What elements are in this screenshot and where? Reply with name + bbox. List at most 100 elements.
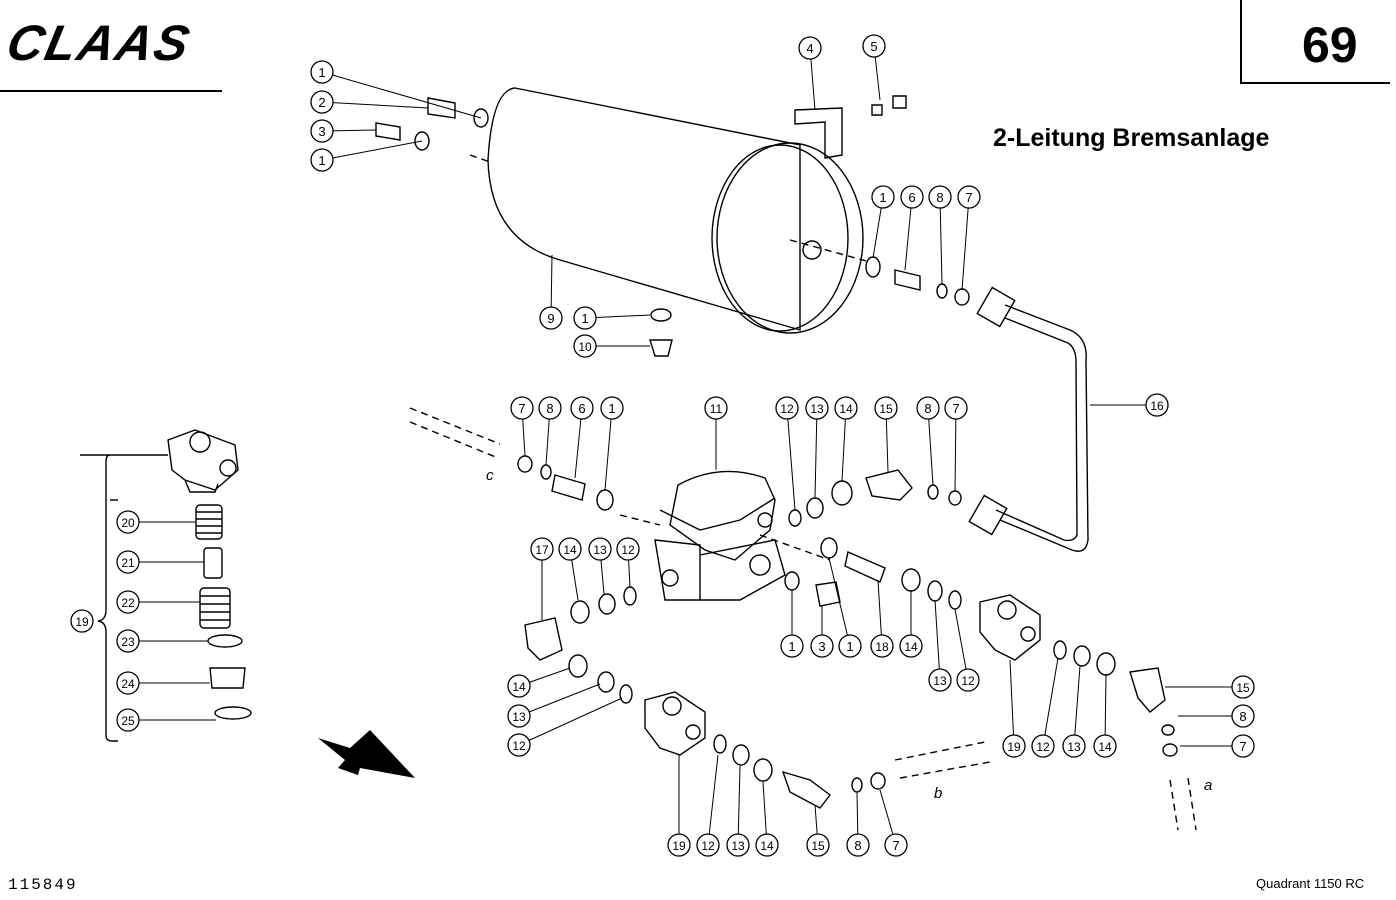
callout-circle xyxy=(116,708,140,732)
callout-leader xyxy=(841,407,847,482)
callout-number: 7 xyxy=(965,190,972,205)
callout-leader xyxy=(828,557,851,647)
callout-leader xyxy=(604,407,613,491)
callout-number: 1 xyxy=(608,401,615,416)
callout-8: 8 xyxy=(538,396,562,420)
callout-leader xyxy=(518,697,623,746)
callout-circle xyxy=(116,550,140,574)
lower-valve-drawing xyxy=(644,691,706,756)
callout-circle xyxy=(538,396,562,420)
callout-24: 24 xyxy=(116,671,140,695)
callout-circle xyxy=(116,590,140,614)
callout-15: 15 xyxy=(806,833,830,857)
header-divider xyxy=(0,90,222,92)
callout-number: 9 xyxy=(547,311,554,326)
valve-internal-parts-drawing xyxy=(195,504,252,720)
callout-14: 14 xyxy=(899,634,923,658)
callout-1: 1 xyxy=(838,634,862,658)
callout-number: 15 xyxy=(879,402,893,416)
callout-18: 18 xyxy=(870,634,894,658)
callout-number: 7 xyxy=(892,838,899,853)
valve-body-detail-drawing xyxy=(167,429,239,493)
callout-circle xyxy=(667,833,691,857)
callout-number: 14 xyxy=(904,640,918,654)
callout-circle xyxy=(884,833,908,857)
callout-circle xyxy=(558,537,582,561)
callout-number: 4 xyxy=(806,41,813,56)
callout-circle xyxy=(616,537,640,561)
callout-circle xyxy=(704,396,728,420)
callout-number: 15 xyxy=(811,839,825,853)
callout-1: 1 xyxy=(600,396,624,420)
callout-circle xyxy=(310,60,334,84)
callout-number: 8 xyxy=(924,401,931,416)
callout-7: 7 xyxy=(884,833,908,857)
callout-16: 16 xyxy=(1145,393,1169,417)
callout-19: 19 xyxy=(70,609,94,633)
direction-arrow xyxy=(318,730,415,778)
callout-3: 3 xyxy=(310,119,334,143)
callout-1: 1 xyxy=(310,60,334,84)
callout-5: 5 xyxy=(862,34,886,58)
callout-circle xyxy=(810,634,834,658)
callout-circle xyxy=(116,510,140,534)
callout-leader xyxy=(737,765,741,846)
callout-circle xyxy=(916,396,940,420)
callout-leader xyxy=(321,71,482,119)
callout-number: 19 xyxy=(75,615,89,629)
callout-leader xyxy=(1104,673,1107,747)
callout-number: 18 xyxy=(875,640,889,654)
callout-circle xyxy=(775,396,799,420)
callout-19: 19 xyxy=(1002,734,1026,758)
callout-number: 23 xyxy=(121,635,135,649)
elbow-fittings-drawing xyxy=(781,469,1166,809)
callout-number: 21 xyxy=(121,556,135,570)
callout-22: 22 xyxy=(116,590,140,614)
callout-2: 2 xyxy=(310,90,334,114)
callout-leader xyxy=(321,101,429,109)
callout-number: 13 xyxy=(810,402,824,416)
callout-circle xyxy=(806,833,830,857)
callout-13: 13 xyxy=(507,704,531,728)
callout-14: 14 xyxy=(507,674,531,698)
brake-valve-drawing xyxy=(654,470,786,601)
brake-pipe-drawing xyxy=(968,286,1089,552)
callout-circle xyxy=(834,396,858,420)
callout-number: 19 xyxy=(672,839,686,853)
callout-circle xyxy=(846,833,870,857)
group-brackets-drawing xyxy=(80,454,168,742)
callout-number: 12 xyxy=(512,739,526,753)
callout-leader xyxy=(934,599,941,681)
callout-8: 8 xyxy=(1231,704,1255,728)
callout-19: 19 xyxy=(667,833,691,857)
callout-leader xyxy=(904,196,913,271)
callout-circle xyxy=(900,185,924,209)
callout-circle xyxy=(530,537,554,561)
callout-leader xyxy=(707,754,719,846)
callout-circle xyxy=(838,634,862,658)
callout-number: 14 xyxy=(563,543,577,557)
callout-leader xyxy=(1042,657,1059,747)
callout-8: 8 xyxy=(846,833,870,857)
callout-number: 24 xyxy=(121,677,135,691)
misc-fittings-drawing xyxy=(524,474,886,661)
callout-leader xyxy=(954,407,957,492)
callout-7: 7 xyxy=(510,396,534,420)
callout-circle xyxy=(726,833,750,857)
callout-14: 14 xyxy=(755,833,779,857)
callout-circle xyxy=(862,34,886,58)
callout-circle xyxy=(874,396,898,420)
callout-number: 20 xyxy=(121,516,135,530)
callout-number: 2 xyxy=(318,95,325,110)
callout-number: 13 xyxy=(593,543,607,557)
callout-number: 14 xyxy=(512,680,526,694)
callout-leader xyxy=(927,407,934,486)
callout-6: 6 xyxy=(570,396,594,420)
callout-circle xyxy=(1145,393,1169,417)
callout-23: 23 xyxy=(116,629,140,653)
callout-15: 15 xyxy=(1231,675,1255,699)
callout-9: 9 xyxy=(539,306,563,330)
callout-13: 13 xyxy=(805,396,829,420)
